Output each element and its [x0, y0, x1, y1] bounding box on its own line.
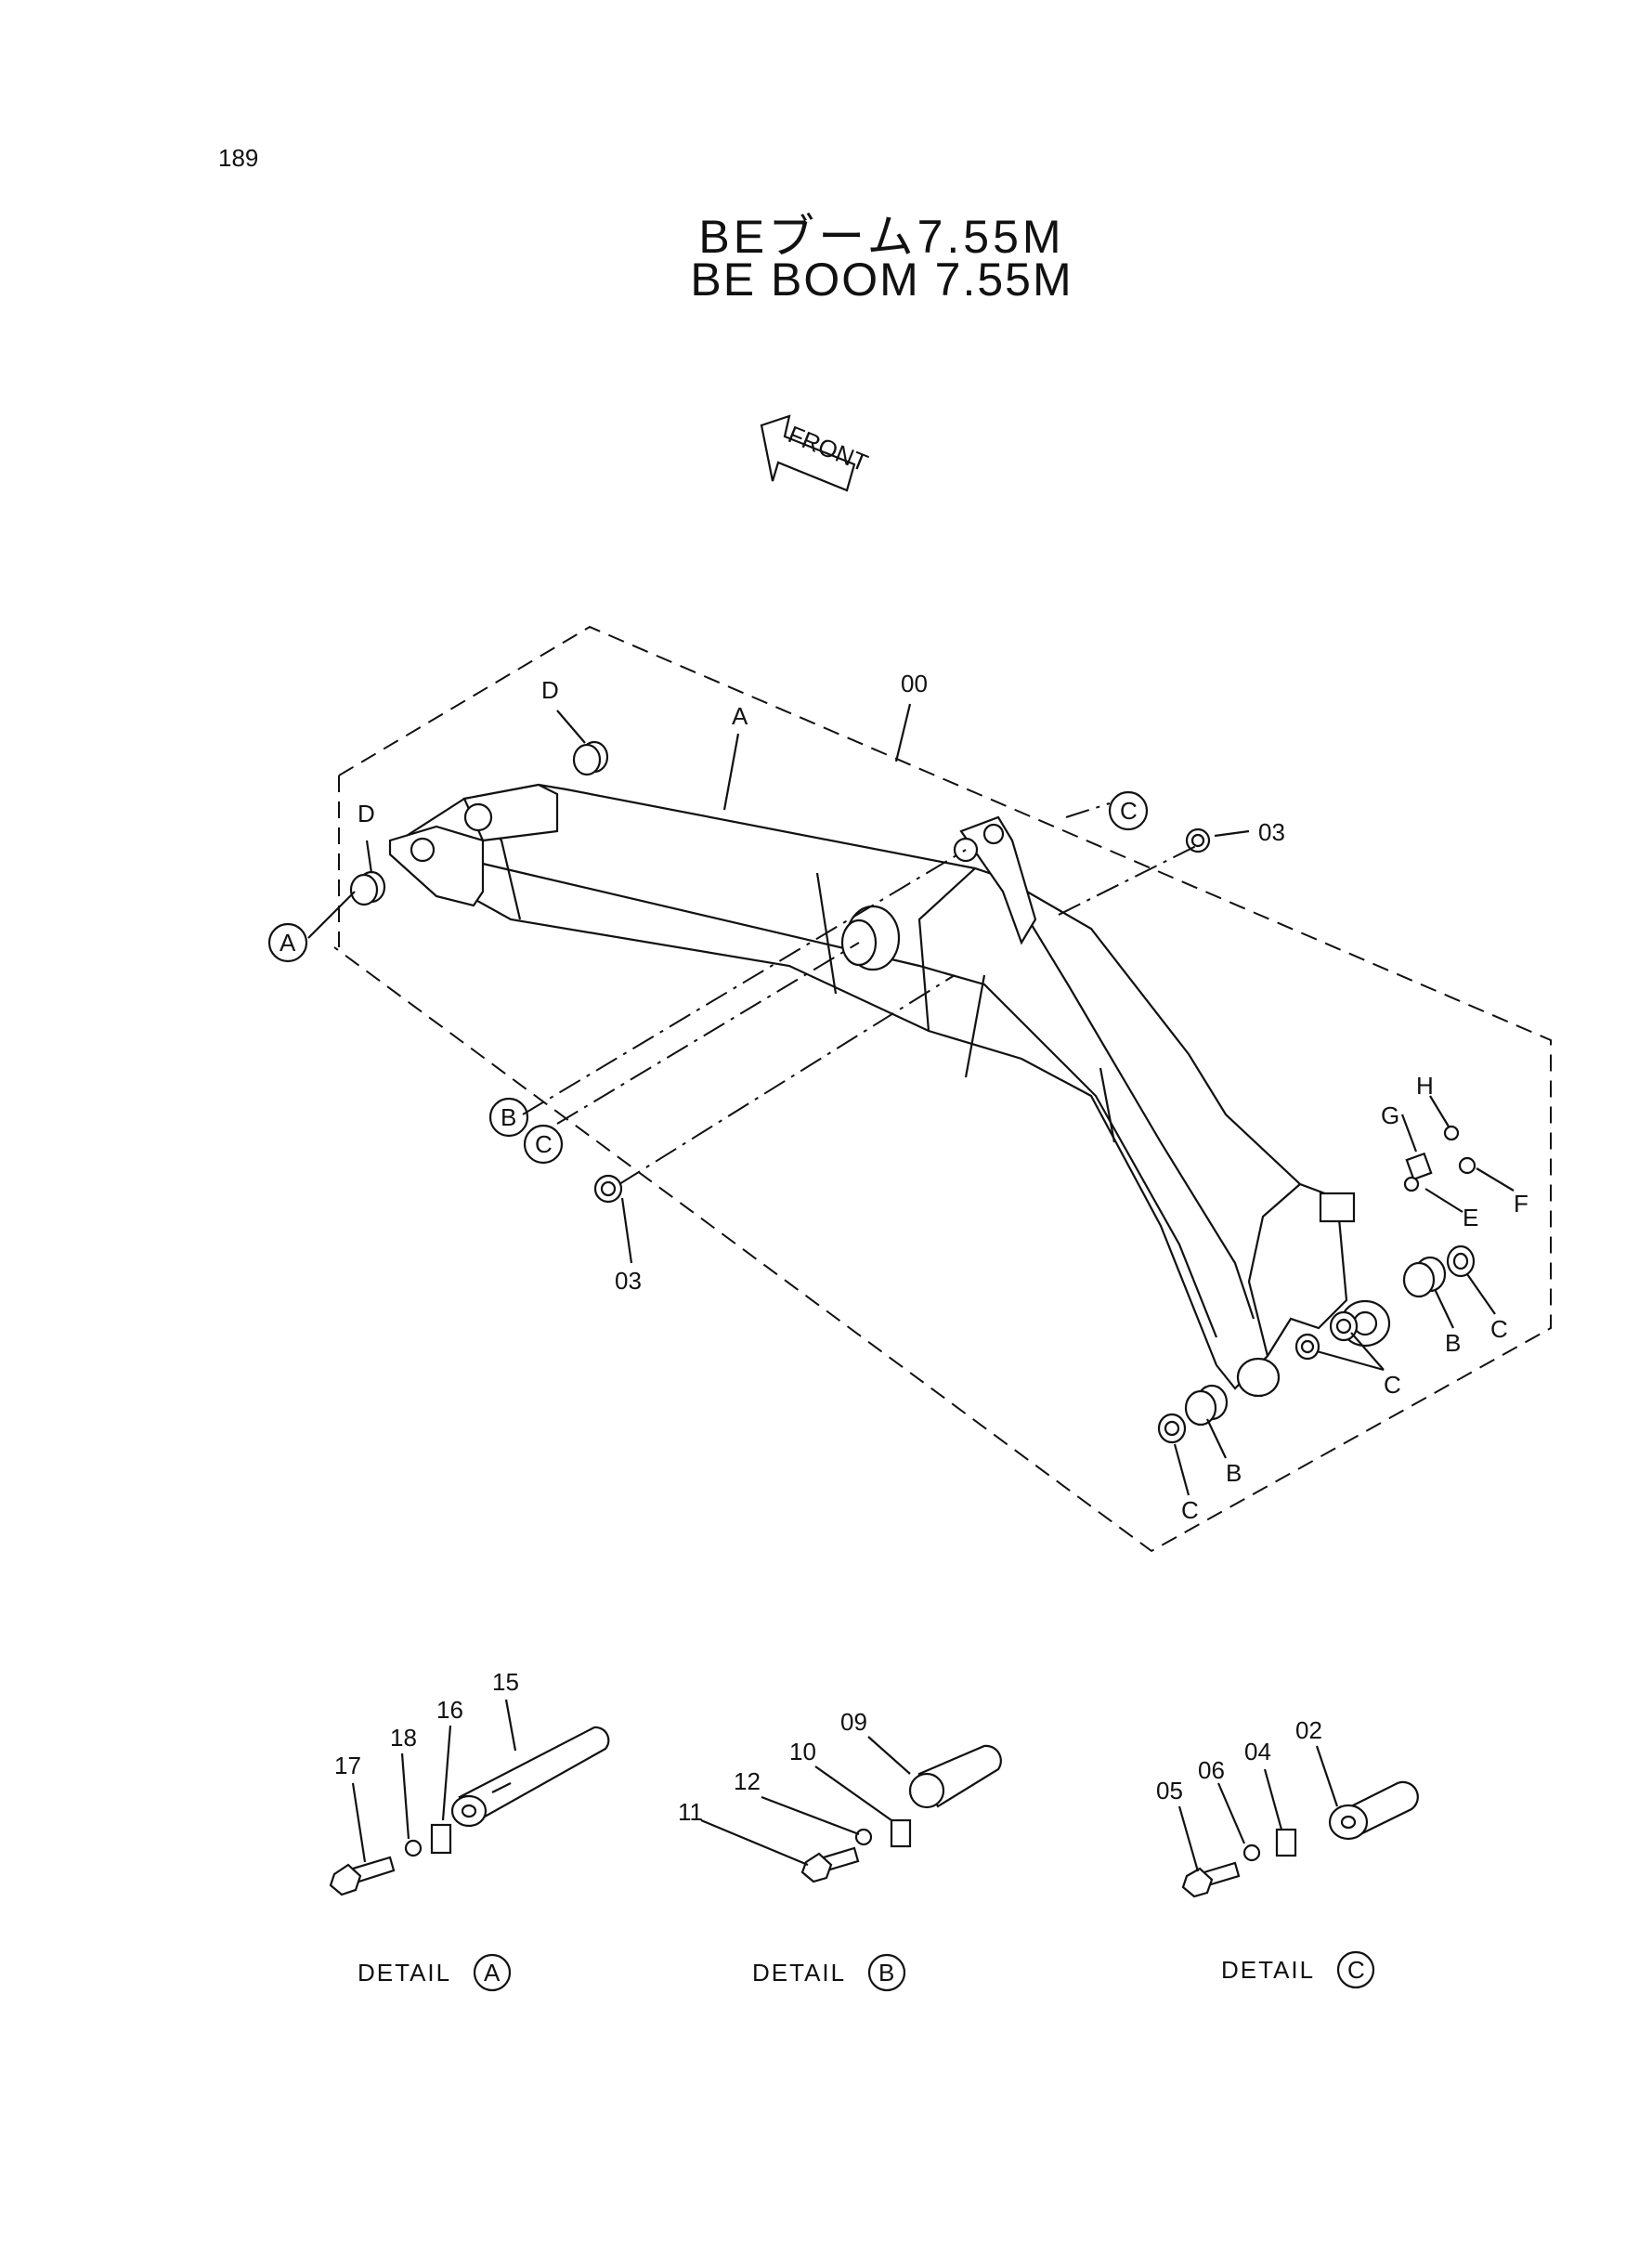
detail-c-label: DETAIL: [1221, 1956, 1315, 1984]
callout-c-center: C: [1384, 1371, 1401, 1399]
part-06: 06: [1198, 1756, 1225, 1784]
callout-g: G: [1381, 1101, 1399, 1129]
plate-g-bolts: [1403, 1125, 1476, 1192]
part-10: 10: [789, 1738, 816, 1765]
detail-a-ref: A: [484, 1959, 501, 1987]
callout-e: E: [1463, 1204, 1478, 1231]
callout-b-right: B: [1445, 1329, 1461, 1357]
detail-a: 15 16 18 17 DETAIL A: [329, 1668, 610, 1992]
callout-d-top: D: [541, 676, 559, 704]
detail-c-ref: C: [1347, 1956, 1365, 1984]
callout-h: H: [1416, 1072, 1434, 1100]
part-09: 09: [840, 1708, 867, 1736]
part-18: 18: [390, 1724, 417, 1752]
callout-f: F: [1514, 1190, 1528, 1218]
shim-03-top: [1185, 827, 1211, 853]
page-number: 189: [218, 144, 259, 172]
title-english: BE BOOM 7.55M: [690, 254, 1073, 306]
part-02: 02: [1295, 1716, 1322, 1744]
leader-lines: [307, 703, 1515, 1496]
bushing-d-left: [349, 870, 386, 906]
circled-ref-a: A: [267, 922, 308, 963]
detail-b: 09 10 12 11 DETAIL B: [678, 1708, 1002, 1992]
shim-c-right: [1446, 1244, 1476, 1278]
callout-03-low: 03: [615, 1267, 642, 1295]
shim-c-bottom: [1157, 1413, 1187, 1444]
callout-03-top: 03: [1258, 818, 1285, 846]
callout-c-right: C: [1490, 1315, 1508, 1343]
svg-text:C: C: [1120, 797, 1138, 825]
circled-ref-c-mid: C: [523, 1124, 564, 1165]
svg-text:C: C: [535, 1130, 553, 1158]
bushing-b-bottom: [1184, 1384, 1229, 1427]
part-12: 12: [734, 1767, 761, 1795]
assembly-outline: [333, 625, 1552, 1553]
detail-a-label: DETAIL: [358, 1959, 451, 1987]
callout-c-bottom: C: [1181, 1496, 1199, 1524]
boom-body: [388, 783, 1391, 1398]
part-16: 16: [436, 1696, 463, 1724]
title-japanese: BEブーム7.55M: [698, 211, 1065, 263]
svg-text:B: B: [501, 1103, 516, 1131]
svg-text:A: A: [280, 929, 296, 957]
part-05: 05: [1156, 1777, 1183, 1804]
part-11: 11: [678, 1798, 703, 1826]
front-arrow-icon: FRONT: [760, 414, 872, 492]
shim-03-low: [593, 1174, 623, 1204]
callout-boom: A: [732, 702, 748, 730]
callout-assembly: 00: [901, 670, 928, 697]
callout-b-bottom: B: [1226, 1459, 1242, 1487]
detail-b-ref: B: [878, 1959, 894, 1987]
part-04: 04: [1244, 1738, 1271, 1765]
bushing-b-right: [1402, 1256, 1447, 1298]
detail-b-label: DETAIL: [752, 1959, 846, 1987]
circled-ref-b: B: [488, 1097, 529, 1138]
part-15: 15: [492, 1668, 519, 1696]
circled-ref-c-top: C: [1108, 790, 1149, 831]
part-17: 17: [334, 1752, 361, 1779]
bushing-d-top: [572, 740, 609, 776]
detail-c: 02 04 06 05 DETAIL C: [1156, 1716, 1419, 1989]
shims-c-center: [1294, 1310, 1359, 1361]
callout-d-left: D: [358, 800, 375, 827]
